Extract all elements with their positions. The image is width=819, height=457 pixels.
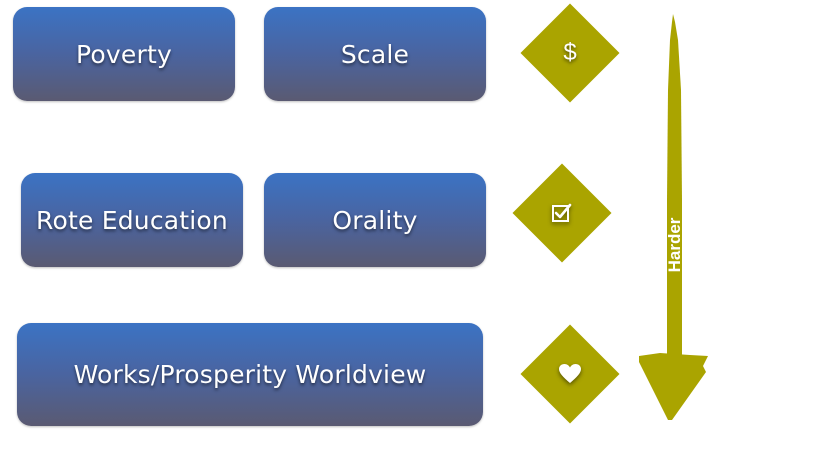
box-label: Rote Education [36,205,228,235]
box-label: Orality [332,205,418,235]
box-scale: Scale [264,7,486,101]
checkbox-icon [512,163,612,263]
box-label: Poverty [76,39,172,69]
box-label: Works/Prosperity Worldview [73,360,427,389]
heart-icon [520,324,620,424]
box-works-prosperity-worldview: Works/Prosperity Worldview [17,323,483,426]
dollar-icon: $ [563,39,577,66]
box-label: Scale [340,39,410,69]
box-orality: Orality [264,173,486,267]
box-rote-education: Rote Education [21,173,243,267]
arrow-head [639,353,708,420]
arrow-label: Harder [665,217,684,273]
box-poverty: Poverty [13,7,235,101]
arrow-shaft [667,14,682,358]
harder-arrow [639,14,708,420]
checkbox-icon-svg [552,203,572,222]
heart-icon-svg [559,364,581,383]
